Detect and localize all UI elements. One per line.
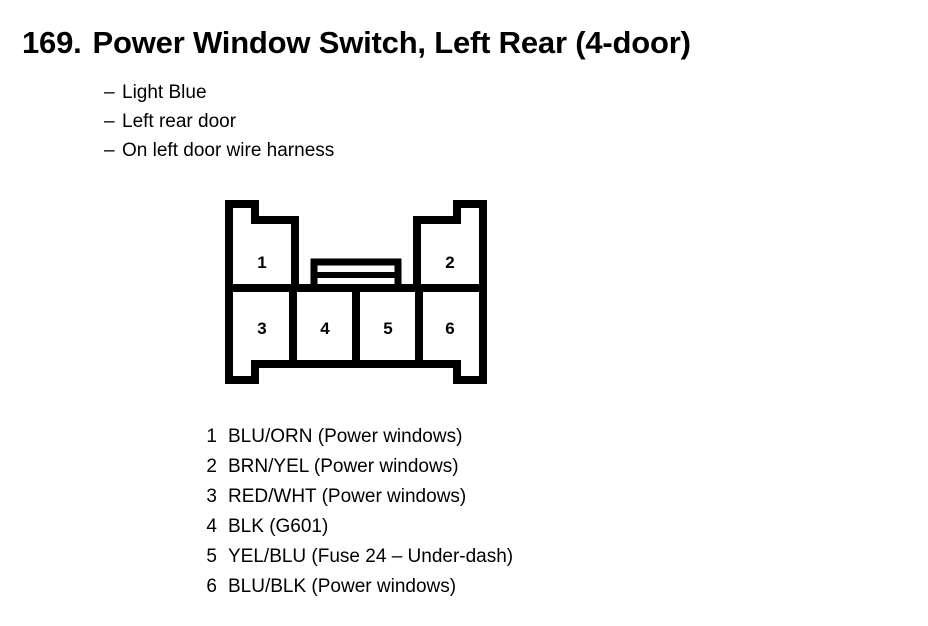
connector-svg: 1 2 3 4 5 6 bbox=[225, 200, 487, 384]
page-title: 169. Power Window Switch, Left Rear (4-do… bbox=[22, 27, 691, 58]
cavity-number-5: 5 bbox=[383, 319, 392, 338]
legend-pin-description: BRN/YEL (Power windows) bbox=[228, 456, 459, 477]
legend-row: 2 BRN/YEL (Power windows) bbox=[202, 452, 513, 482]
legend-pin-number: 5 bbox=[206, 546, 217, 567]
cavity-number-2: 2 bbox=[445, 253, 454, 272]
entry-number: 169. bbox=[22, 25, 82, 60]
legend-pin-number: 4 bbox=[206, 516, 217, 537]
legend-row: 6 BLU/BLK (Power windows) bbox=[202, 572, 513, 602]
descriptor-item: –Light Blue bbox=[104, 78, 334, 107]
descriptor-list: –Light Blue –Left rear door –On left doo… bbox=[104, 78, 334, 165]
descriptor-text: Left rear door bbox=[122, 111, 237, 132]
legend-pin-description: BLK (G601) bbox=[228, 516, 329, 537]
pin-legend: 1 BLU/ORN (Power windows) 2 BRN/YEL (Power… bbox=[202, 422, 513, 602]
connector-outline bbox=[225, 200, 487, 384]
legend-row: 4 BLK (G601) bbox=[202, 512, 513, 542]
legend-pin-description: BLU/BLK (Power windows) bbox=[228, 576, 457, 597]
connector-diagram: 1 2 3 4 5 6 bbox=[218, 198, 494, 388]
legend-pin-number: 3 bbox=[206, 486, 217, 507]
legend-pin-number: 2 bbox=[206, 456, 217, 477]
dash-bullet-icon: – bbox=[104, 111, 115, 132]
page-title-text: Power Window Switch, Left Rear (4-door) bbox=[92, 25, 691, 60]
legend-row: 5 YEL/BLU (Fuse 24 – Under-dash) bbox=[202, 542, 513, 572]
cavity-number-3: 3 bbox=[257, 319, 266, 338]
descriptor-text: Light Blue bbox=[122, 82, 207, 103]
legend-pin-number: 6 bbox=[206, 576, 217, 597]
cavity-number-6: 6 bbox=[445, 319, 454, 338]
cavity-number-4: 4 bbox=[320, 319, 330, 338]
legend-row: 3 RED/WHT (Power windows) bbox=[202, 482, 513, 512]
dash-bullet-icon: – bbox=[104, 140, 115, 161]
legend-pin-description: YEL/BLU (Fuse 24 – Under-dash) bbox=[228, 546, 514, 567]
legend-row: 1 BLU/ORN (Power windows) bbox=[202, 422, 513, 452]
legend-pin-description: RED/WHT (Power windows) bbox=[228, 486, 467, 507]
legend-pin-number: 1 bbox=[206, 426, 217, 447]
descriptor-item: –On left door wire harness bbox=[104, 136, 334, 165]
latch-tab bbox=[310, 258, 402, 292]
descriptor-item: –Left rear door bbox=[104, 107, 334, 136]
dash-bullet-icon: – bbox=[104, 82, 115, 103]
cavity-number-1: 1 bbox=[257, 253, 266, 272]
descriptor-text: On left door wire harness bbox=[122, 140, 335, 161]
legend-pin-description: BLU/ORN (Power windows) bbox=[228, 426, 463, 447]
